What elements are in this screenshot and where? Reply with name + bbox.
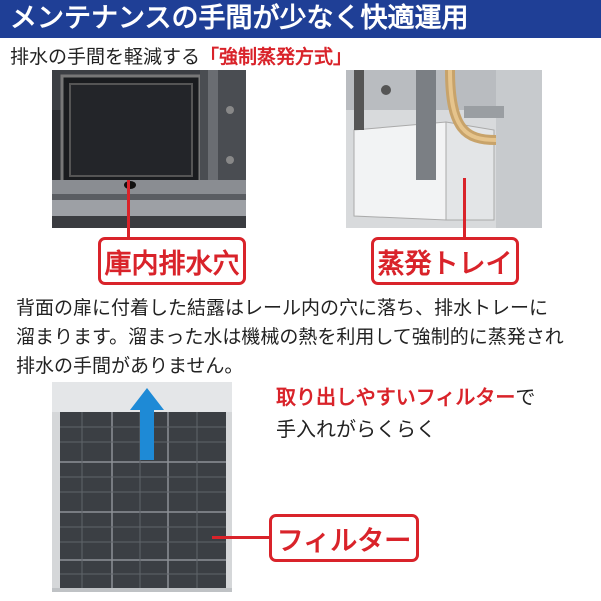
evap-tray-pointer (463, 178, 466, 240)
filter-pointer (212, 536, 274, 539)
evap-tray-label: 蒸発トレイ (377, 248, 513, 280)
subtitle-lead: 排水の手間を軽減する (10, 46, 201, 68)
filter-callout: フィルター (269, 514, 419, 562)
description: 背面の扉に付着した結露はレール内の穴に落ち、排水トレーに 溜まります。溜まった水… (16, 294, 591, 381)
drain-hole-photo (52, 70, 246, 228)
evap-tray-callout: 蒸発トレイ (371, 237, 519, 285)
description-line-1: 背面の扉に付着した結露はレール内の穴に落ち、排水トレーに (16, 297, 549, 319)
page-banner: メンテナンスの手間が少なく快適運用 (0, 0, 601, 38)
filter-label: フィルター (276, 525, 412, 557)
filter-feature-line-1: 取り出しやすいフィルターで (276, 381, 535, 413)
description-line-3: 排水の手間がありません。 (16, 355, 244, 377)
subtitle: 排水の手間を軽減する「強制蒸発方式」 (10, 42, 352, 69)
banner-title: メンテナンスの手間が少なく快適運用 (10, 3, 469, 34)
filter-photo (52, 382, 232, 592)
filter-feature-suffix: で (515, 385, 536, 409)
filter-feature-highlight: 取り出しやすいフィルター (276, 385, 516, 409)
filter-feature: 取り出しやすいフィルターで 手入れがらくらく (276, 381, 535, 445)
drain-hole-callout: 庫内排水穴 (98, 237, 246, 285)
drain-hole-label: 庫内排水穴 (104, 248, 240, 280)
description-line-2: 溜まります。溜まった水は機械の熱を利用して強制的に蒸発され (16, 326, 564, 348)
evap-tray-photo (346, 70, 542, 228)
drain-hole-pointer (127, 180, 130, 240)
filter-feature-line-2: 手入れがらくらく (276, 417, 436, 441)
subtitle-highlight: 「強制蒸発方式」 (200, 46, 353, 68)
